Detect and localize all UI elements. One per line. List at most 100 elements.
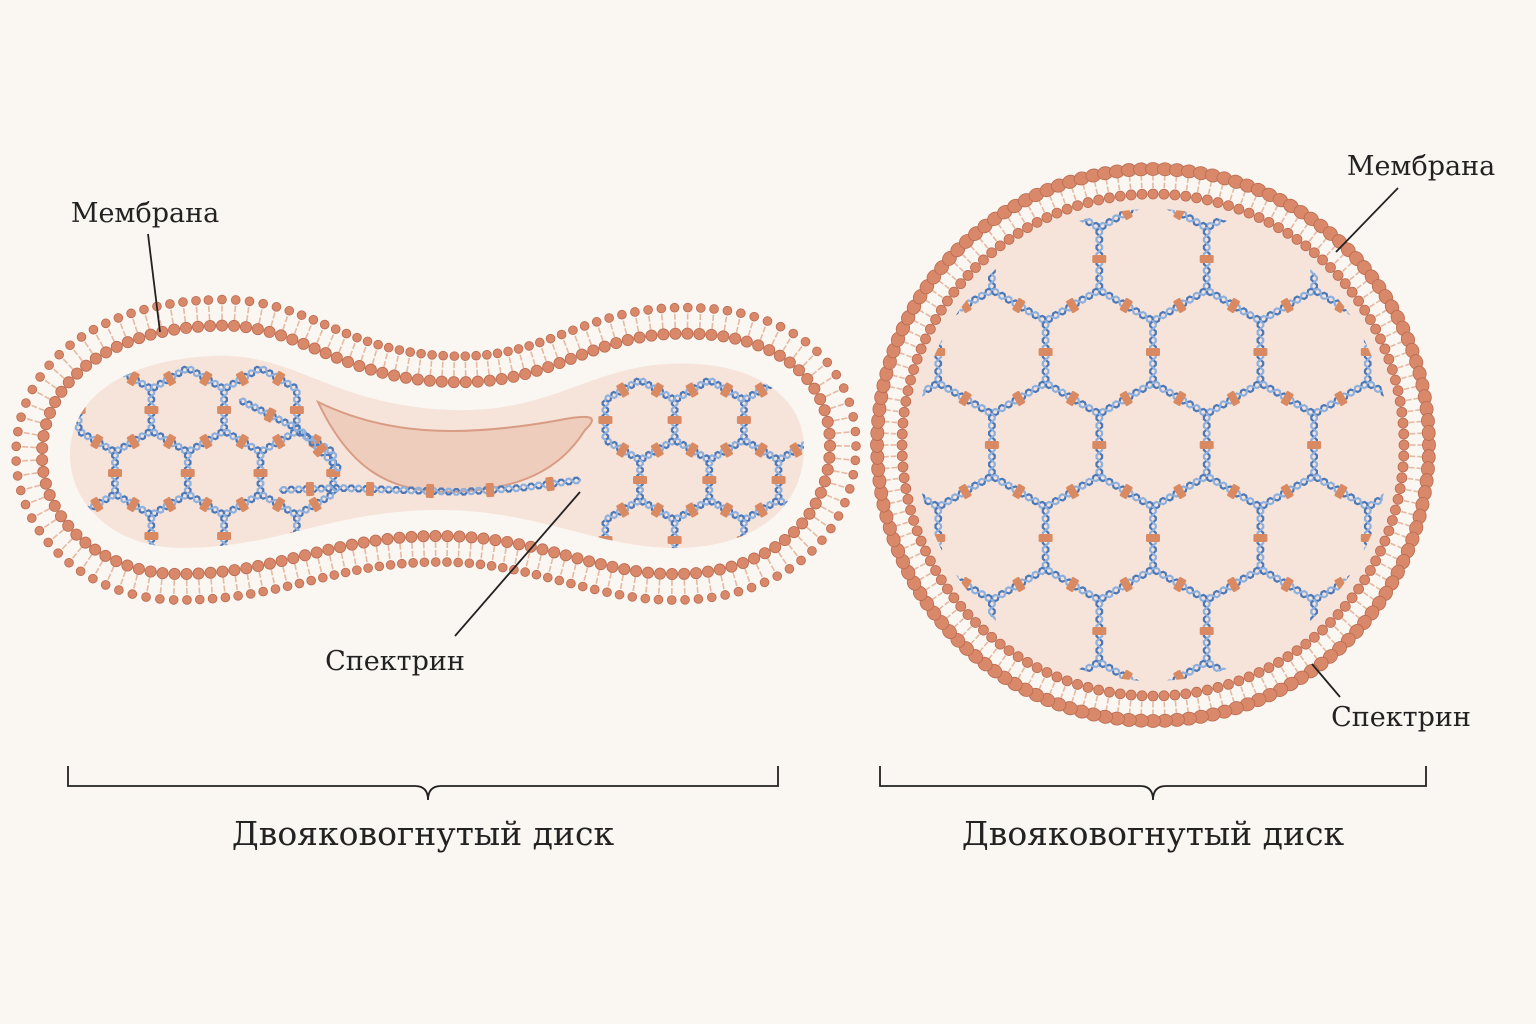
actin-junction (305, 481, 315, 497)
actin-junction (771, 476, 786, 484)
spectrin-strand (810, 400, 816, 440)
actin-junction (1334, 209, 1348, 221)
actin-junction (1280, 483, 1294, 500)
spectrin-strand (845, 460, 851, 500)
lipid-tails (883, 175, 1423, 715)
actin-junction (1173, 111, 1187, 127)
actin-junction (1119, 390, 1133, 407)
actin-junction (1173, 483, 1187, 500)
spectrin-strand (1366, 474, 1389, 509)
spectrin-strand (1422, 289, 1476, 322)
spectrin-strand (1419, 228, 1425, 290)
actin-junction (851, 297, 865, 313)
actin-junction (235, 496, 249, 513)
actin-junction (1038, 534, 1053, 542)
actin-junction (365, 481, 375, 497)
actin-junction (1012, 390, 1026, 407)
actin-junction (1066, 297, 1079, 314)
spectrin-strand (779, 559, 814, 582)
actin-junction (1039, 720, 1053, 728)
spectrin-strand (1366, 209, 1389, 230)
actin-junction (1388, 209, 1389, 221)
membrane-label-right: Мембрана (1347, 151, 1495, 182)
spectrin-strand (1419, 600, 1425, 662)
actin-junction (1388, 669, 1389, 681)
actin-junction (1173, 762, 1187, 778)
spectrin-strand (917, 659, 940, 681)
actin-junction (1119, 576, 1133, 593)
actin-junction (789, 442, 803, 458)
spectrin-strand (882, 600, 888, 662)
actin-junction (917, 669, 918, 681)
spectrin-strand (1366, 209, 1389, 231)
caption-brace-right (879, 766, 1427, 801)
actin-junction (1227, 390, 1240, 407)
actin-junction (650, 502, 664, 518)
actin-junction (1119, 762, 1133, 778)
actin-junction (144, 532, 159, 540)
actin-junction (616, 442, 630, 458)
actin-junction (984, 441, 999, 449)
spectrin-strand (810, 400, 816, 440)
spectrin-strand (779, 560, 814, 580)
actin-junction (958, 669, 972, 681)
spectrin-strand (1153, 104, 1207, 135)
spectrin-strand (917, 660, 940, 681)
actin-junction (616, 382, 630, 398)
actin-junction (1415, 255, 1429, 263)
spectrin-strand (917, 209, 940, 231)
actin-junction (1066, 762, 1080, 778)
spectrin-strand (1366, 659, 1389, 681)
actin-junction (1173, 669, 1187, 681)
actin-junction (667, 416, 682, 424)
actin-junction (425, 483, 435, 499)
central-concavity (315, 399, 593, 494)
spectrin-strand (1472, 507, 1478, 569)
actin-junction (1307, 441, 1322, 449)
spectrin-strand (917, 381, 940, 416)
actin-junction (1334, 669, 1348, 681)
actin-junction (1227, 576, 1240, 593)
caption-right: Двояковогнутый диск (962, 814, 1345, 853)
actin-junction (90, 370, 104, 387)
spectrin-strand (1207, 104, 1261, 135)
spectrin-strand (828, 507, 834, 569)
spectrin-strand (831, 568, 885, 601)
spectrin-strand (1472, 507, 1478, 569)
spectrin-strand (1153, 754, 1207, 787)
spectrin-strand (831, 569, 885, 600)
actin-junction (1173, 390, 1187, 407)
spectrin-strand (882, 228, 888, 290)
actin-junction (598, 536, 613, 544)
actin-junction (1199, 627, 1214, 635)
actin-junction (1468, 348, 1482, 356)
actin-junction (1119, 483, 1133, 500)
actin-junction (545, 476, 555, 492)
spectrin-strand (882, 600, 888, 662)
spectrin-strand (1419, 228, 1425, 290)
actin-junction (1012, 576, 1026, 593)
spectrin-strand (1366, 380, 1389, 417)
actin-junction (163, 370, 177, 387)
spectrin-strand (1046, 104, 1100, 135)
actin-junction (1066, 576, 1079, 593)
spectrin-strand (1366, 473, 1389, 510)
actin-junction (1038, 348, 1053, 356)
spectrin-label-left: Спектрин (325, 646, 465, 677)
actin-junction (1066, 390, 1079, 407)
actin-junction (667, 536, 682, 544)
spectrin-strand (1419, 600, 1425, 662)
actin-junction (1253, 348, 1268, 356)
actin-junction (1119, 209, 1133, 221)
actin-junction (235, 370, 249, 387)
spectrin-strand (1046, 755, 1100, 786)
biconcave-cell-face-view (828, 104, 1482, 787)
actin-junction (289, 406, 304, 414)
actin-junction (272, 433, 286, 450)
actin-junction (485, 482, 495, 498)
actin-junction (720, 502, 734, 518)
actin-junction (878, 255, 892, 263)
actin-junction (1334, 483, 1348, 500)
actin-junction (806, 416, 820, 424)
